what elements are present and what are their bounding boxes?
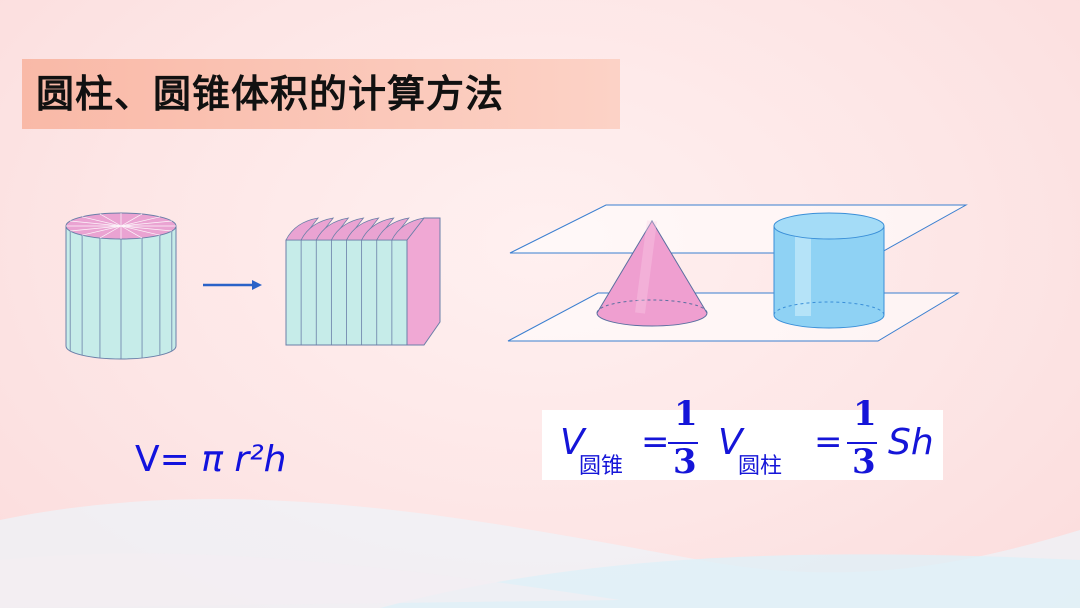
fraction-bar-1 bbox=[668, 442, 698, 444]
formula-v-cylinder: V bbox=[718, 422, 743, 463]
title-bar bbox=[22, 59, 620, 129]
formula-sub-cylinder: 圆柱 bbox=[738, 454, 783, 479]
formula-denominator-2: 3 bbox=[852, 442, 876, 482]
prism-figure bbox=[285, 217, 441, 346]
formula-sh: Sh bbox=[888, 422, 934, 463]
fraction-bar-2 bbox=[847, 442, 877, 444]
formula-sub-cone: 圆锥 bbox=[579, 454, 624, 479]
cone-figure bbox=[596, 220, 708, 327]
blue-cylinder-figure bbox=[773, 212, 885, 329]
cone-volume-formula-box: V 圆锥 = 1 3 V 圆柱 = 1 3 Sh bbox=[542, 394, 943, 482]
formula-prefix: V= bbox=[135, 439, 190, 480]
page-title: 圆柱、圆锥体积的计算方法 bbox=[36, 72, 505, 116]
formula-pi: π bbox=[201, 439, 223, 480]
formula-numerator-1: 1 bbox=[674, 394, 698, 434]
formula-denominator-1: 3 bbox=[673, 442, 697, 482]
arrow-right-icon bbox=[203, 280, 262, 290]
formula-numerator-2: 1 bbox=[853, 394, 877, 434]
formula-equals-2: = bbox=[814, 422, 843, 462]
formula-equals-1: = bbox=[641, 422, 670, 462]
cylinder-volume-formula: V= π r²h bbox=[135, 432, 286, 488]
formula-variable: r²h bbox=[234, 439, 287, 480]
sliced-cylinder-figure bbox=[65, 212, 177, 360]
formula-v-cone: V bbox=[560, 422, 585, 463]
parallel-planes bbox=[507, 204, 968, 342]
